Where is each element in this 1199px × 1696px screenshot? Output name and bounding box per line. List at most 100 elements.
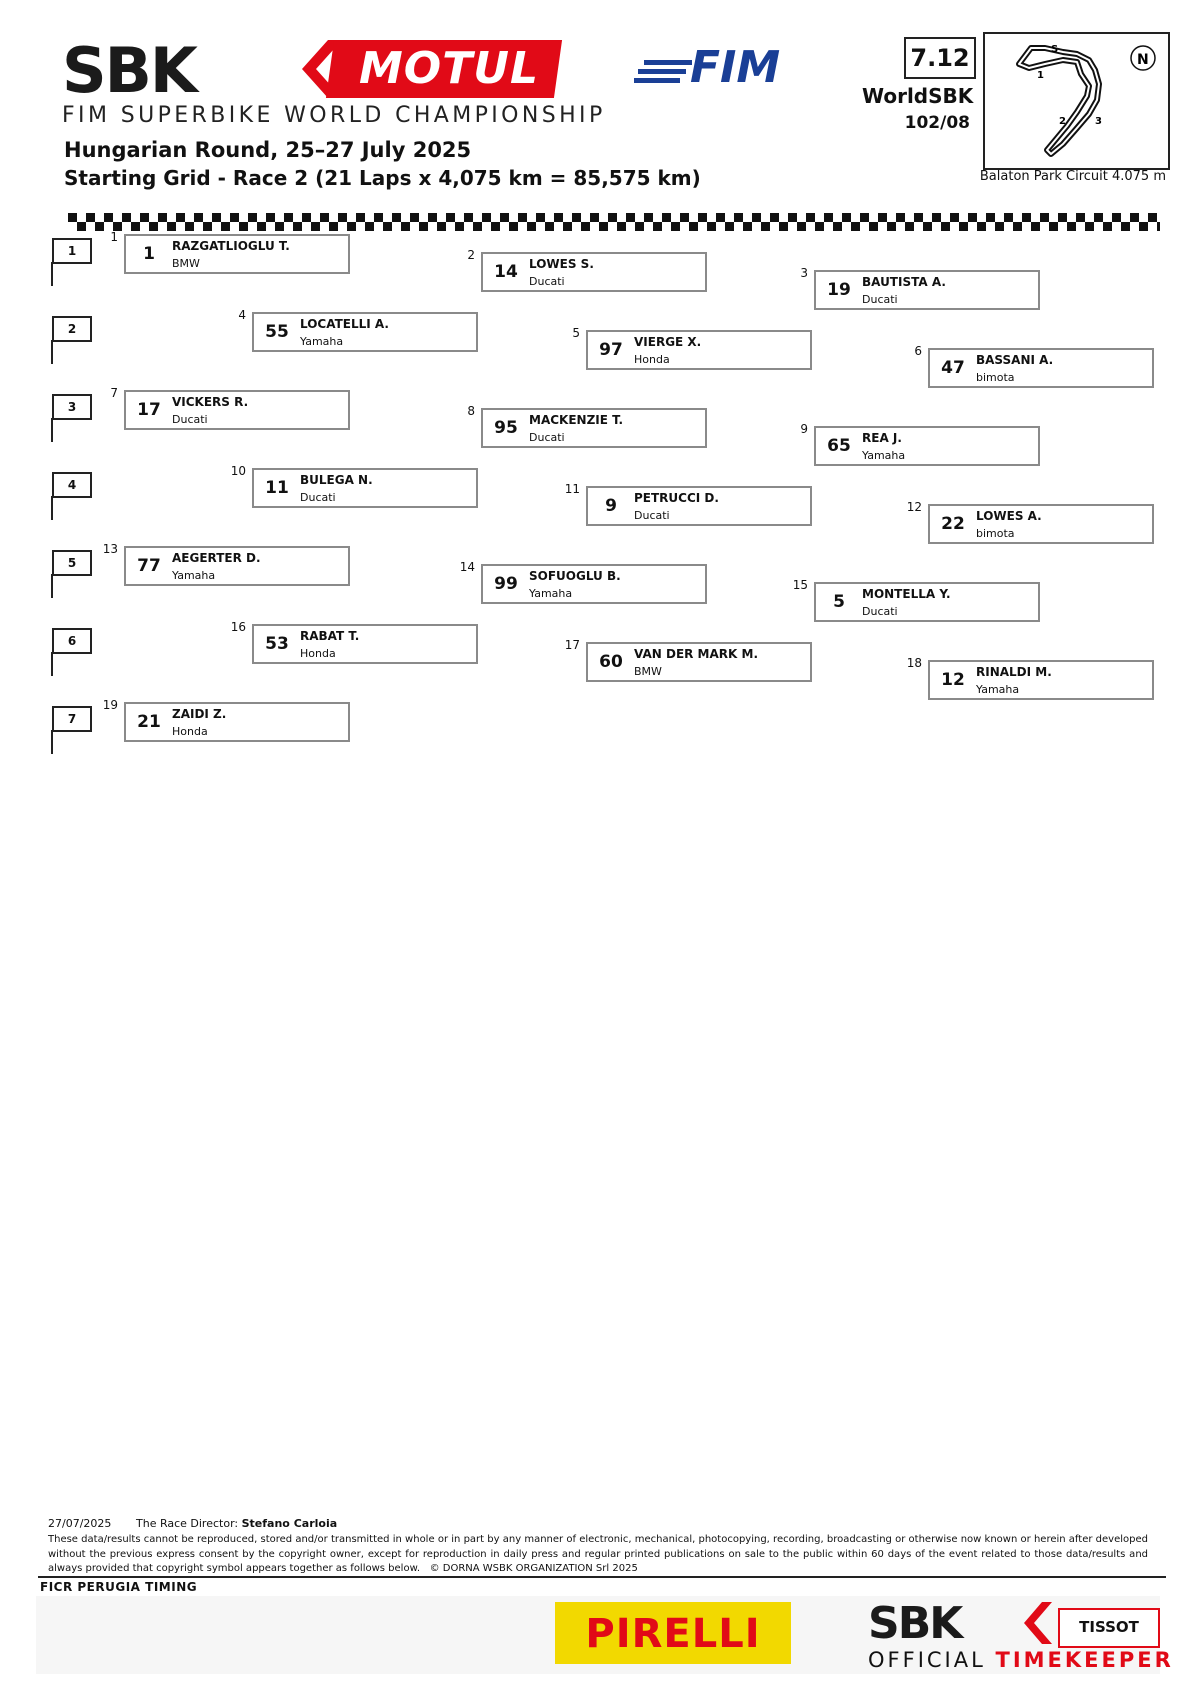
grid-row-flag: 1 [52,238,92,264]
grid-row-flag-pole [51,340,53,364]
north-compass-icon [1130,45,1156,71]
grid-row-flag-pole [51,652,53,676]
grid-row-flag-pole [51,262,53,286]
rider-name: VIERGE X. [634,335,702,349]
rider-number: 65 [827,436,851,456]
rider-team: Honda [634,353,670,366]
rider-name: LOWES S. [529,257,594,271]
grid-position-number: 10 [230,464,246,478]
fim-stripes-icon [634,60,692,83]
circuit-label: Balaton Park Circuit 4.075 m [979,169,1166,184]
rider-name: LOCATELLI A. [300,317,389,331]
rider-team: Ducati [529,431,565,444]
sbk-small-chevron-icon [1024,1602,1052,1644]
rider-team: Ducati [862,293,898,306]
rider-name: PETRUCCI D. [634,491,719,505]
rider-name: BULEGA N. [300,473,373,487]
sbk-logo-text: SBK [62,34,198,107]
rider-number: 77 [137,556,161,576]
rider-team: Ducati [862,605,898,618]
rider-name: RINALDI M. [976,665,1052,679]
grid-row-flag: 4 [52,472,92,498]
rider-name: MONTELLA Y. [862,587,951,601]
rider-name: RAZGATLIOGLU T. [172,239,290,253]
series-name: WorldSBK [862,84,974,108]
grid-position-number: 3 [800,266,808,280]
track-map: S 1 2 3 N [983,32,1170,170]
rider-team: BMW [634,665,662,678]
grid-position-number: 7 [110,386,118,400]
rider-grid-slot: 9 PETRUCCI D. Ducati [586,486,812,526]
race-director-name: Stefano Carloia [241,1517,338,1530]
grid-row-flag-pole [51,574,53,598]
rider-team: Ducati [172,413,208,426]
grid-row-flag: 2 [52,316,92,342]
rider-team: Ducati [634,509,670,522]
rider-number: 55 [265,322,289,342]
race-director: The Race Director: Stefano Carloia [136,1517,337,1530]
track-label-n: N [1137,52,1149,68]
grid-position-number: 13 [102,542,118,556]
grid-position-number: 14 [459,560,475,574]
footer-divider [38,1576,1166,1578]
rider-number: 53 [265,634,289,654]
track-map-icon: S 1 2 3 N [1016,44,1156,157]
sbk-timekeeper-logo: SBK [868,1598,963,1649]
grid-row-flag: 6 [52,628,92,654]
grid-position-number: 16 [230,620,246,634]
rider-team: Honda [172,725,208,738]
grid-position-number: 9 [800,422,808,436]
rider-name: MACKENZIE T. [529,413,624,427]
footer-date: 27/07/2025 [48,1517,112,1530]
rider-name: SOFUOGLU B. [529,569,621,583]
timing-provider: FICR PERUGIA TIMING [40,1580,198,1594]
rider-name: VICKERS R. [172,395,249,409]
rider-number: 97 [599,340,623,360]
rider-number: 14 [494,262,518,282]
rider-name: LOWES A. [976,509,1042,523]
tissot-logo: TISSOT [1058,1608,1160,1648]
grid-position-number: 5 [572,326,580,340]
rider-grid-slot: 55 LOCATELLI A. Yamaha [252,312,478,352]
legal-notice: These data/results cannot be reproduced,… [48,1533,1148,1577]
event-title: Hungarian Round, 25–27 July 2025 [64,138,472,162]
rider-number: 17 [137,400,161,420]
race-description: Starting Grid - Race 2 (21 Laps x 4,075 … [64,166,701,190]
grid-position-number: 8 [467,404,475,418]
rider-grid-slot: 17 VICKERS R. Ducati [124,390,350,430]
grid-position-number: 12 [906,500,922,514]
rider-number: 47 [941,358,965,378]
championship-title: FIM SUPERBIKE WORLD CHAMPIONSHIP [62,103,606,128]
grid-position-number: 19 [102,698,118,712]
copyright-text: © DORNA WSBK ORGANIZATION Srl 2025 [429,1563,638,1574]
rider-team: Ducati [529,275,565,288]
rider-team: Yamaha [172,569,216,582]
rider-team: Honda [300,647,336,660]
rider-number: 1 [143,244,155,264]
rider-team: Yamaha [300,335,344,348]
rider-team: Yamaha [976,683,1020,696]
sbk-chevron-icon [302,40,342,98]
timekeeper-label: TIMEKEEPER [995,1648,1174,1672]
official-label: OFFICIAL [868,1648,986,1672]
pirelli-logo [555,1602,791,1664]
grid-row-flag-pole [51,496,53,520]
grid-position-number: 4 [238,308,246,322]
grid-position-number: 18 [906,656,922,670]
track-label-3: 3 [1095,116,1102,127]
rider-number: 19 [827,280,851,300]
rider-number: 9 [605,496,617,516]
motul-logo-text: MOTUL [359,43,539,94]
rider-team: Yamaha [529,587,573,600]
grid-position-number: 11 [564,482,580,496]
rider-name: ZAIDI Z. [172,707,227,721]
fim-logo: FIM [690,42,781,93]
